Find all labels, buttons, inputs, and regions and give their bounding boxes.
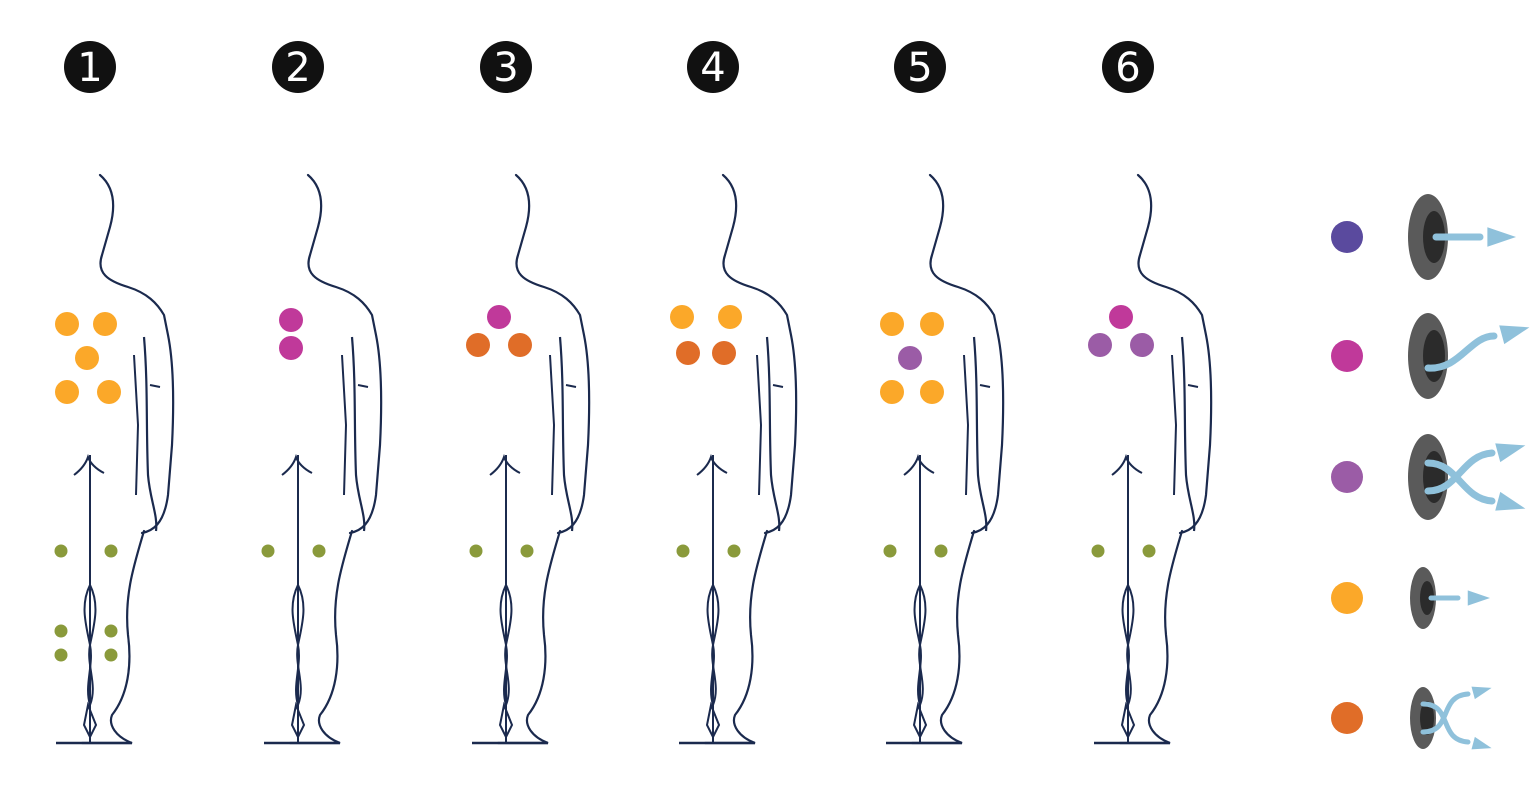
- electrode-magenta: [279, 336, 303, 360]
- badge-circle: [480, 41, 532, 93]
- configuration-number: 4: [700, 45, 725, 91]
- configuration-5: 5: [880, 41, 1005, 745]
- large-transducer-crossed-arrows-icon: [1408, 434, 1526, 520]
- sensor-dot: [1142, 544, 1156, 558]
- configuration-6: 6: [1088, 41, 1213, 745]
- sensor-dot: [934, 544, 948, 558]
- body-outline: [470, 173, 591, 745]
- electrode-burnt-orange: [676, 341, 700, 365]
- sensor-dot: [104, 648, 118, 662]
- sensor-dot: [312, 544, 326, 558]
- configuration-number: 3: [493, 45, 518, 91]
- electrode-lavender: [1088, 333, 1112, 357]
- legend-group: [1331, 194, 1530, 750]
- body-outline: [884, 173, 1005, 745]
- electrode-burnt-orange: [466, 333, 490, 357]
- legend-swatch: [1331, 582, 1363, 614]
- electrode-orange: [920, 312, 944, 336]
- configuration-number: 2: [285, 45, 310, 91]
- sensor-dot: [104, 544, 118, 558]
- small-transducer-crossed-arrows-icon: [1410, 686, 1492, 750]
- body-outline: [1092, 173, 1213, 745]
- legend-swatch: [1331, 702, 1363, 734]
- legend-item-lavender: [1331, 434, 1526, 520]
- electrode-orange: [880, 312, 904, 336]
- badge-circle: [687, 41, 739, 93]
- sensor-dot: [676, 544, 690, 558]
- sensor-dot: [54, 544, 68, 558]
- sensor-dot: [54, 624, 68, 638]
- legend-item-orange: [1331, 567, 1490, 629]
- legend-swatch: [1331, 340, 1363, 372]
- legend-swatch: [1331, 221, 1363, 253]
- electrode-magenta: [1109, 305, 1133, 329]
- configuration-number-badge: 4: [687, 41, 739, 93]
- legend-swatch: [1331, 461, 1363, 493]
- electrode-orange: [97, 380, 121, 404]
- sensor-dot: [1091, 544, 1105, 558]
- sensor-dot: [261, 544, 275, 558]
- configuration-1: 1: [54, 41, 175, 745]
- configuration-number: 5: [907, 45, 932, 91]
- configuration-number: 1: [77, 45, 102, 91]
- sensor-dot: [883, 544, 897, 558]
- configuration-number-badge: 5: [894, 41, 946, 93]
- electrode-orange: [670, 305, 694, 329]
- body-outline: [262, 173, 383, 745]
- electrode-orange: [920, 380, 944, 404]
- sensor-dot: [520, 544, 534, 558]
- figures-group: 1 2 3 4 5 6: [54, 41, 1213, 745]
- sensor-dot: [54, 648, 68, 662]
- configuration-number-badge: 3: [480, 41, 532, 93]
- configuration-number-badge: 1: [64, 41, 116, 93]
- large-transducer-curved-arrow-icon: [1408, 313, 1530, 399]
- electrode-orange: [93, 312, 117, 336]
- electrode-orange: [880, 380, 904, 404]
- badge-circle: [894, 41, 946, 93]
- legend-item-dark-purple: [1331, 194, 1516, 280]
- electrode-orange: [75, 346, 99, 370]
- configuration-2: 2: [261, 41, 383, 745]
- electrode-magenta: [279, 308, 303, 332]
- electrode-orange: [55, 312, 79, 336]
- legend-item-burnt-orange: [1331, 686, 1492, 750]
- configuration-4: 4: [670, 41, 798, 745]
- electrode-orange: [55, 380, 79, 404]
- legend-item-magenta: [1331, 313, 1530, 399]
- electrode-magenta: [487, 305, 511, 329]
- configuration-number-badge: 2: [272, 41, 324, 93]
- small-transducer-straight-arrow-icon: [1410, 567, 1490, 629]
- electrode-lavender: [1130, 333, 1154, 357]
- badge-circle: [272, 41, 324, 93]
- configuration-number-badge: 6: [1102, 41, 1154, 93]
- configuration-3: 3: [466, 41, 591, 745]
- electrode-lavender: [898, 346, 922, 370]
- badge-circle: [64, 41, 116, 93]
- body-outline: [677, 173, 798, 745]
- sensor-dot: [104, 624, 118, 638]
- electrode-orange: [718, 305, 742, 329]
- sensor-dot: [727, 544, 741, 558]
- sensor-dot: [469, 544, 483, 558]
- electrode-burnt-orange: [712, 341, 736, 365]
- configuration-number: 6: [1115, 45, 1140, 91]
- large-transducer-straight-arrow-icon: [1408, 194, 1516, 280]
- badge-circle: [1102, 41, 1154, 93]
- electrode-burnt-orange: [508, 333, 532, 357]
